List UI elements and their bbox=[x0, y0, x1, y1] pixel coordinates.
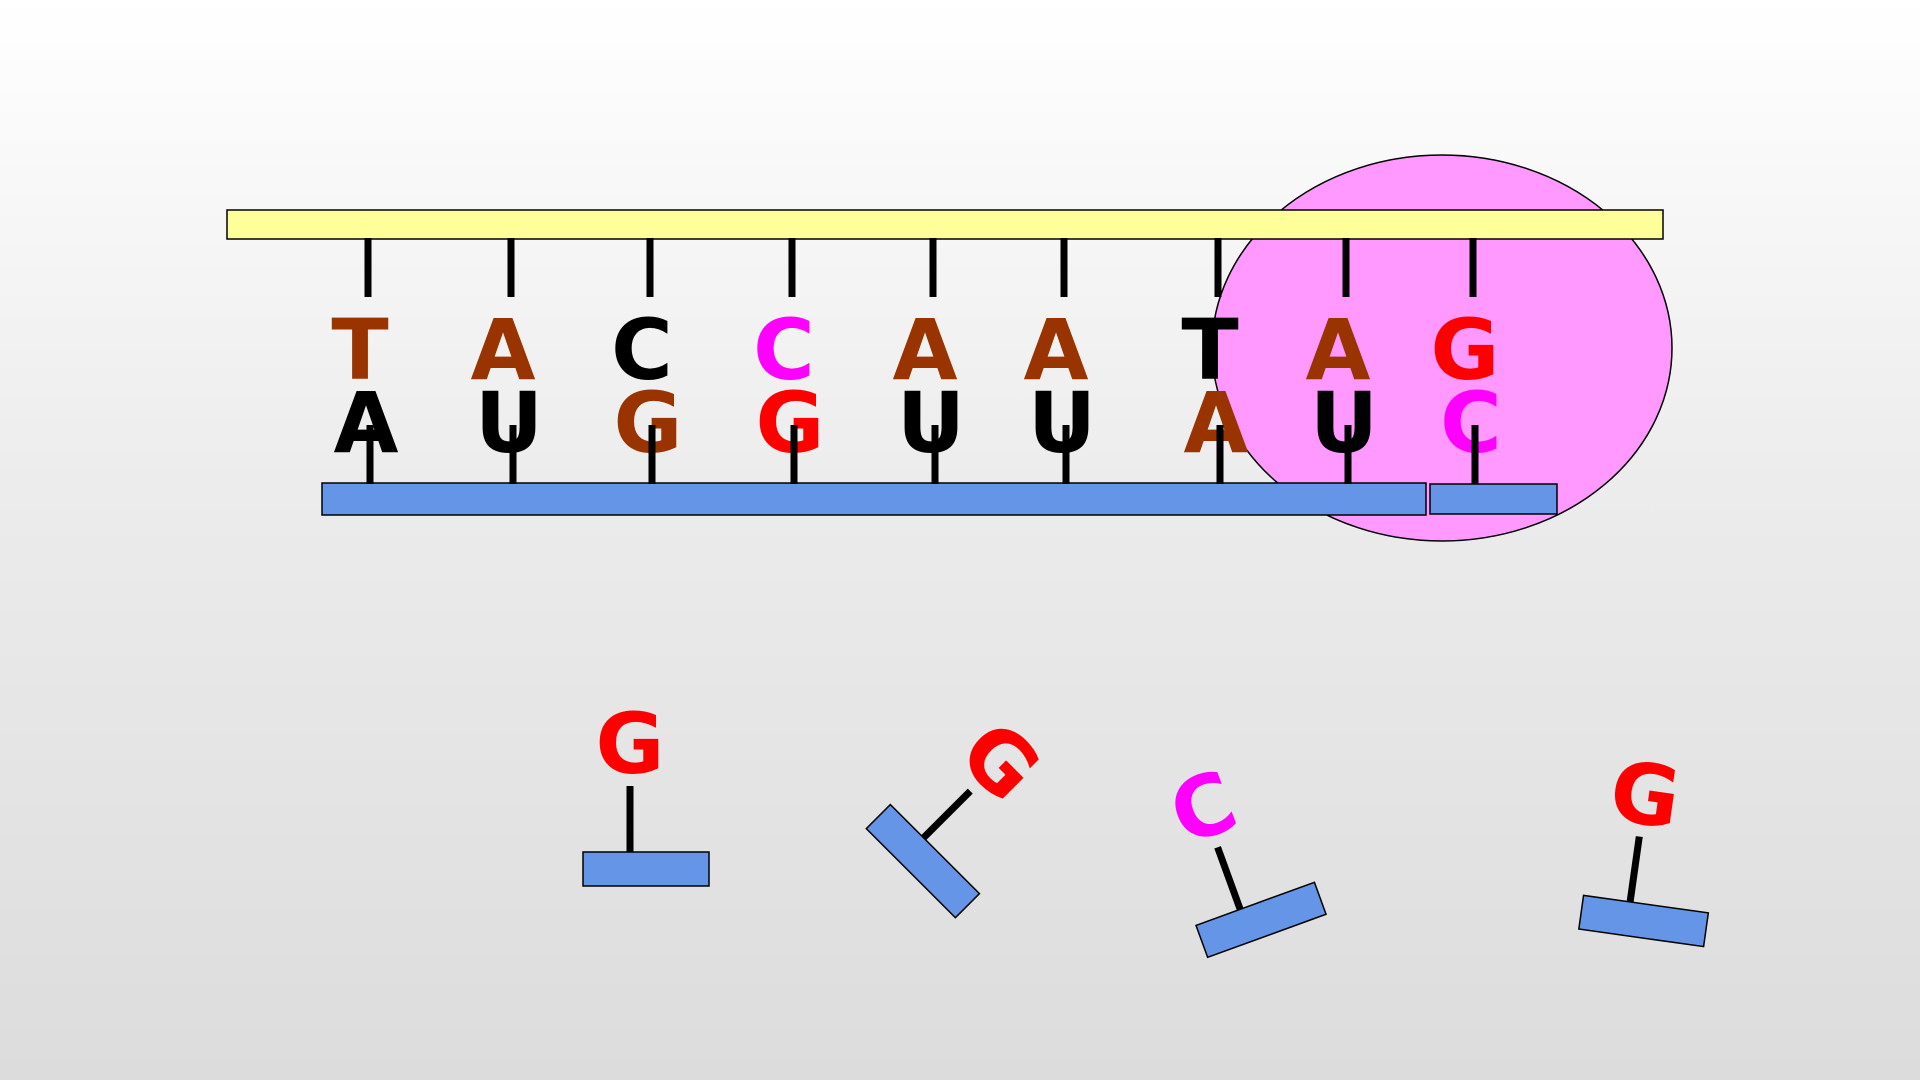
free-nucleotide: G bbox=[865, 702, 1059, 919]
dna-base-a: A bbox=[1023, 301, 1088, 399]
dna-base-a: A bbox=[892, 301, 957, 399]
dna-base-g: G bbox=[1431, 301, 1500, 399]
nucleotide-stick bbox=[1214, 846, 1244, 911]
dna-template-strand bbox=[226, 209, 1664, 240]
free-nucleotide: G bbox=[582, 695, 710, 887]
rna-base-g: G bbox=[756, 374, 825, 472]
rna-base-u: U bbox=[1028, 374, 1096, 472]
mrna-backbone bbox=[321, 482, 1427, 516]
dna-base-a: A bbox=[470, 301, 535, 399]
rna-base-c: C bbox=[1440, 374, 1502, 472]
rna-base-a: A bbox=[1183, 374, 1248, 472]
nucleotide-stick bbox=[1626, 836, 1643, 903]
dna-base-t: T bbox=[331, 301, 388, 399]
nucleotide-sugar-block bbox=[1577, 894, 1710, 948]
dna-base-t: T bbox=[1181, 301, 1238, 399]
nucleotide-sugar-block bbox=[865, 803, 981, 919]
rna-base-g: G bbox=[614, 374, 683, 472]
rna-base-u: U bbox=[897, 374, 965, 472]
rna-base-u: U bbox=[1310, 374, 1378, 472]
rna-base-u: U bbox=[475, 374, 543, 472]
free-base-c: C bbox=[1158, 751, 1249, 864]
dna-base-c: C bbox=[611, 301, 673, 399]
free-nucleotide: G bbox=[1577, 742, 1710, 948]
mrna-new-segment bbox=[1429, 483, 1558, 515]
rna-polymerase bbox=[1211, 154, 1673, 542]
nucleotide-sugar-block bbox=[1195, 881, 1328, 959]
dna-base-a: A bbox=[1305, 301, 1370, 399]
nucleotide-sugar-block bbox=[582, 851, 710, 887]
free-base-g: G bbox=[1604, 742, 1686, 849]
nucleotide-stick bbox=[921, 788, 973, 841]
free-nucleotide: C bbox=[1158, 751, 1328, 959]
free-base-g: G bbox=[596, 695, 665, 793]
rna-base-a: A bbox=[333, 374, 398, 472]
dna-base-c: C bbox=[753, 301, 815, 399]
